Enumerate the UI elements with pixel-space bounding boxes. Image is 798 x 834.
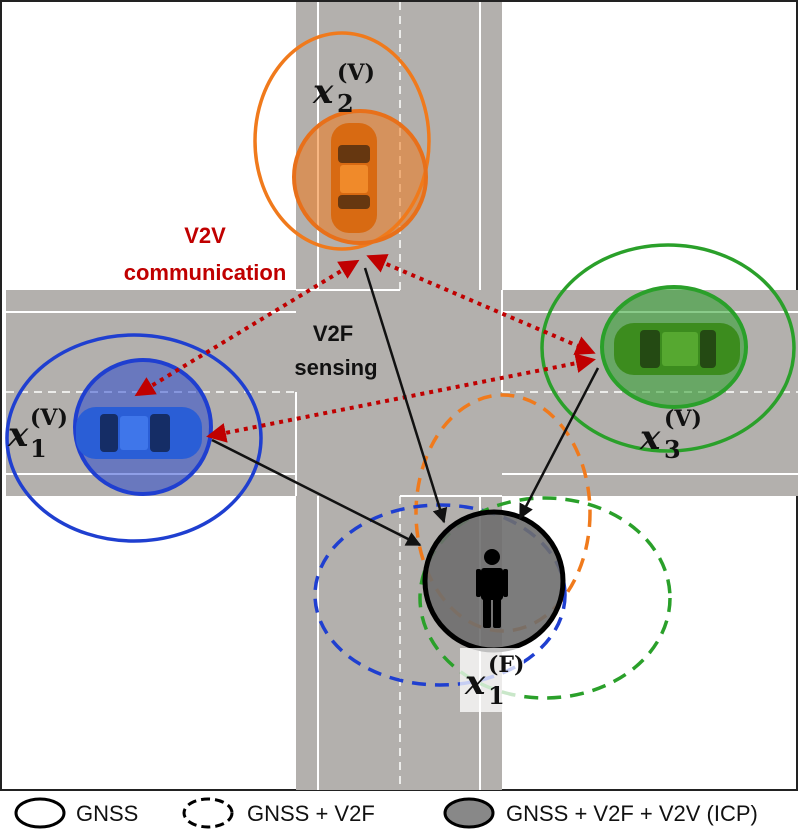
v2f-links — [211, 267, 600, 547]
v2f-annotation-line-2: sensing — [294, 355, 377, 380]
v2v-annotation-line-2: communication — [124, 260, 287, 285]
vehicle-2-group: x 2 (V) — [253, 31, 431, 251]
vehicle-1-label-sup: (V) — [30, 405, 68, 431]
legend-fused-symbol — [443, 797, 495, 829]
pedestrian-icon — [476, 549, 508, 628]
legend-gnss-label: GNSS — [76, 801, 138, 826]
v2f-ellipse-vehicle-3 — [418, 496, 672, 700]
legend-gnss-v2f-label: GNSS + V2F — [247, 801, 375, 826]
legend-gnss-v2f-symbol — [182, 797, 234, 829]
v2v-link-2-3 — [366, 254, 596, 355]
feature-1-group: x 1 (F) — [422, 509, 566, 712]
v2v-link-2-1 — [134, 259, 360, 397]
vehicle-1-label-base: x — [7, 415, 29, 455]
legend: GNSS GNSS + V2F GNSS + V2F + V2V (ICP) — [14, 797, 758, 829]
gnss-ellipse-vehicle-2 — [253, 31, 431, 251]
feature-1-label-sup: (F) — [488, 652, 524, 678]
v2f-link-vehicle-1 — [211, 438, 422, 547]
vehicle-3-label-sub: 3 — [664, 435, 681, 464]
legend-gnss-symbol — [14, 797, 66, 829]
v2f-link-vehicle-2 — [363, 267, 448, 524]
vehicle-3-label-base: x — [639, 418, 661, 458]
vehicle-1-label-sub: 1 — [30, 434, 47, 463]
v2v-annotation-line-1: V2V — [184, 223, 226, 248]
feature-1-label-base: x — [464, 663, 486, 703]
green-car-icon — [614, 323, 740, 375]
vehicle-2-label-base: x — [312, 72, 334, 112]
feature-1-label-sub: 1 — [488, 681, 505, 710]
v2f-annotation-line-1: V2F — [313, 321, 353, 346]
feature-label-backdrop — [460, 648, 524, 712]
orange-car-icon — [331, 123, 377, 233]
vehicle-2-label-sub: 2 — [337, 89, 354, 118]
vehicle-3-label-sup: (V) — [664, 406, 702, 432]
v2f-link-vehicle-3 — [518, 367, 600, 520]
v2v-links — [134, 254, 596, 443]
legend-fused-label: GNSS + V2F + V2V (ICP) — [506, 801, 758, 826]
v2v-link-3-1 — [206, 353, 596, 443]
blue-car-icon — [76, 407, 202, 459]
vehicle-2-label-sup: (V) — [337, 60, 375, 86]
